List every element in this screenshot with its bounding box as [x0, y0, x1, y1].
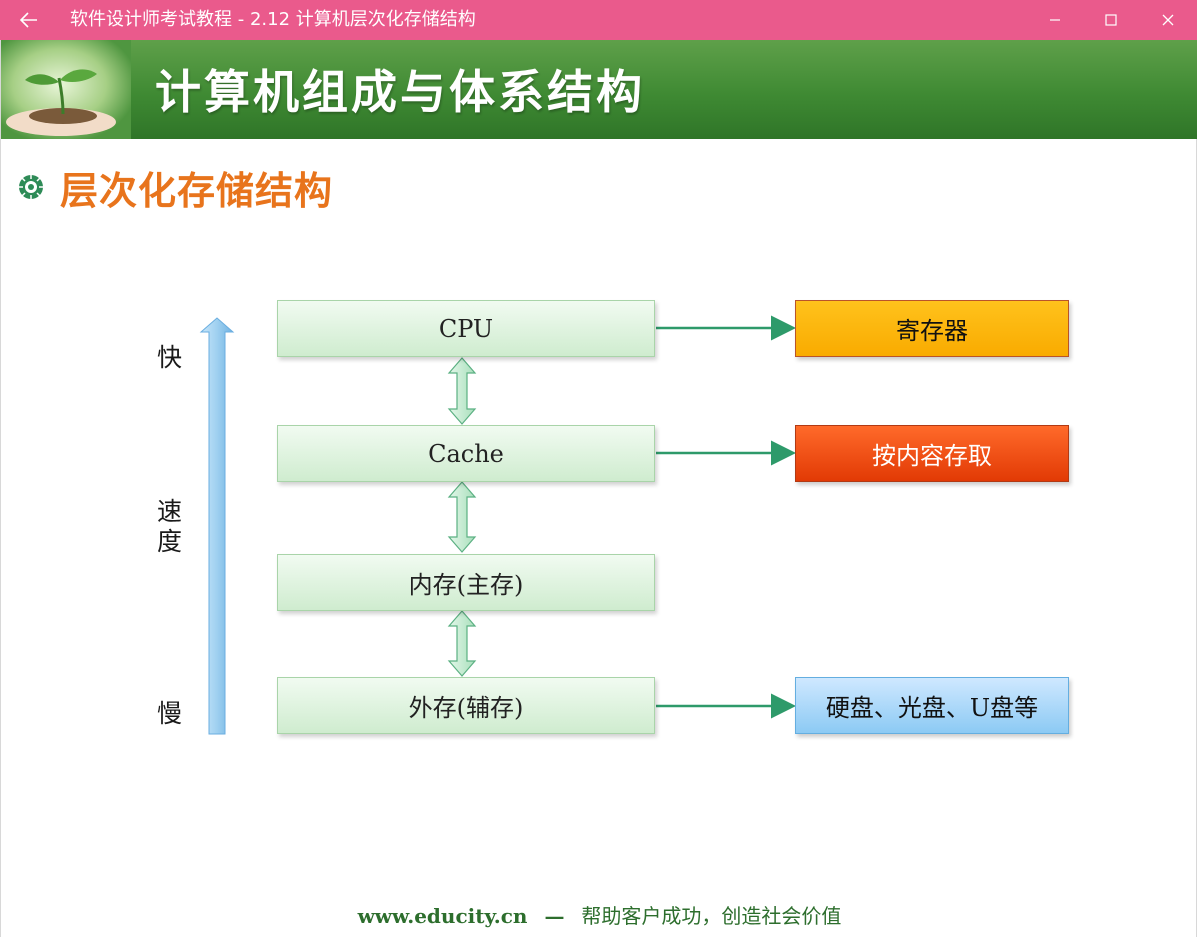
seedling-hands-icon	[1, 40, 131, 139]
maximize-icon	[1105, 14, 1117, 26]
level-main-memory: 内存(主存)	[277, 554, 655, 611]
speed-fast-label: 快	[157, 343, 183, 372]
section-heading: 层次化存储结构	[60, 168, 334, 213]
level-secondary-storage: 外存(辅存)	[277, 677, 655, 734]
lesson-slide: 计算机组成与体系结构 层次化存储结构	[0, 40, 1197, 937]
minimize-button[interactable]	[1032, 0, 1078, 40]
speed-slow-label: 慢	[157, 699, 183, 728]
level-cpu: CPU	[277, 300, 655, 357]
back-button[interactable]	[12, 4, 46, 36]
detail-content-access: 按内容存取	[795, 425, 1069, 482]
window-titlebar: 软件设计师考试教程 - 2.12 计算机层次化存储结构	[0, 0, 1197, 40]
speed-axis-arrow	[199, 317, 235, 735]
storage-hierarchy-diagram	[199, 315, 796, 735]
footer-dash: —	[544, 904, 565, 928]
level-cache: Cache	[277, 425, 655, 482]
connector-cache-memory	[447, 481, 477, 553]
flower-bullet-icon	[18, 174, 44, 200]
close-icon	[1162, 14, 1174, 26]
close-button[interactable]	[1145, 0, 1191, 40]
detail-registers: 寄存器	[795, 300, 1069, 357]
connector-memory-storage	[447, 610, 477, 677]
footer-url: www.educity.cn	[357, 904, 528, 928]
slide-banner: 计算机组成与体系结构	[1, 40, 1197, 139]
slide-footer: www.educity.cn — 帮助客户成功，创造社会价值	[1, 900, 1197, 929]
maximize-button[interactable]	[1088, 0, 1134, 40]
speed-label: 速 度	[157, 497, 183, 556]
window-title: 软件设计师考试教程 - 2.12 计算机层次化存储结构	[70, 9, 476, 30]
connector-cpu-cache	[447, 357, 477, 425]
detail-storage-devices: 硬盘、光盘、U盘等	[795, 677, 1069, 734]
banner-title: 计算机组成与体系结构	[155, 65, 645, 119]
minimize-icon	[1050, 19, 1060, 21]
footer-slogan: 帮助客户成功，创造社会价值	[581, 904, 842, 928]
back-arrow-icon	[20, 12, 37, 28]
